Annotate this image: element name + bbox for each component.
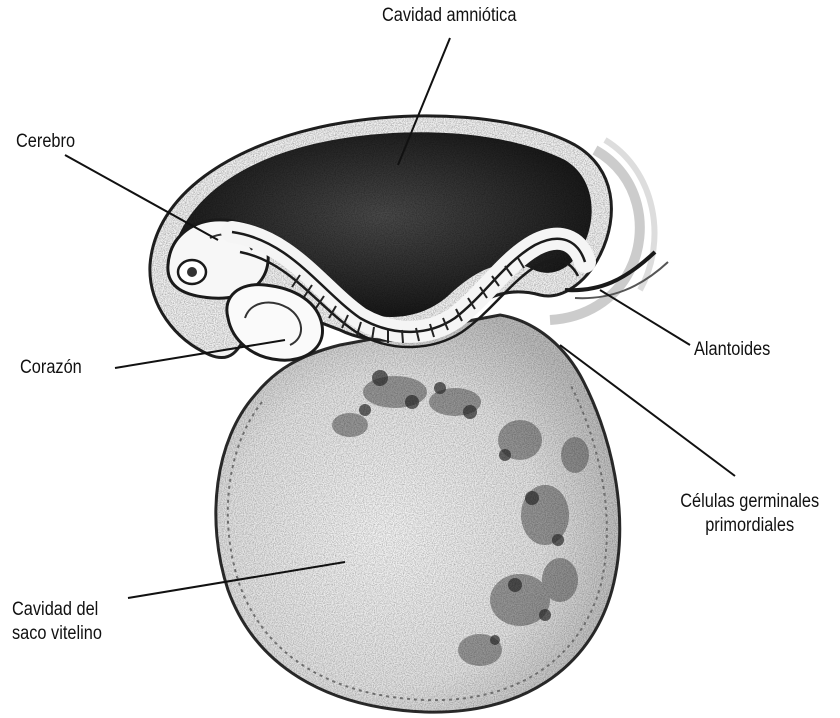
label-brain: Cerebro xyxy=(16,130,75,154)
label-allantois: Alantoides xyxy=(694,338,770,362)
label-germ-cells: Células germinales primordiales xyxy=(668,490,831,538)
label-germ-cells-line1: Células germinales xyxy=(668,490,831,514)
label-germ-cells-line2: primordiales xyxy=(668,514,831,538)
label-heart: Corazón xyxy=(20,356,82,380)
leader-allantois xyxy=(600,290,690,345)
label-yolk-sac-line1: Cavidad del xyxy=(12,598,102,622)
label-yolk-sac-line2: saco vitelino xyxy=(12,622,102,646)
label-yolk-sac: Cavidad del saco vitelino xyxy=(12,598,102,646)
yolk-sac xyxy=(200,310,640,718)
label-amniotic-cavity: Cavidad amniótica xyxy=(382,4,516,28)
